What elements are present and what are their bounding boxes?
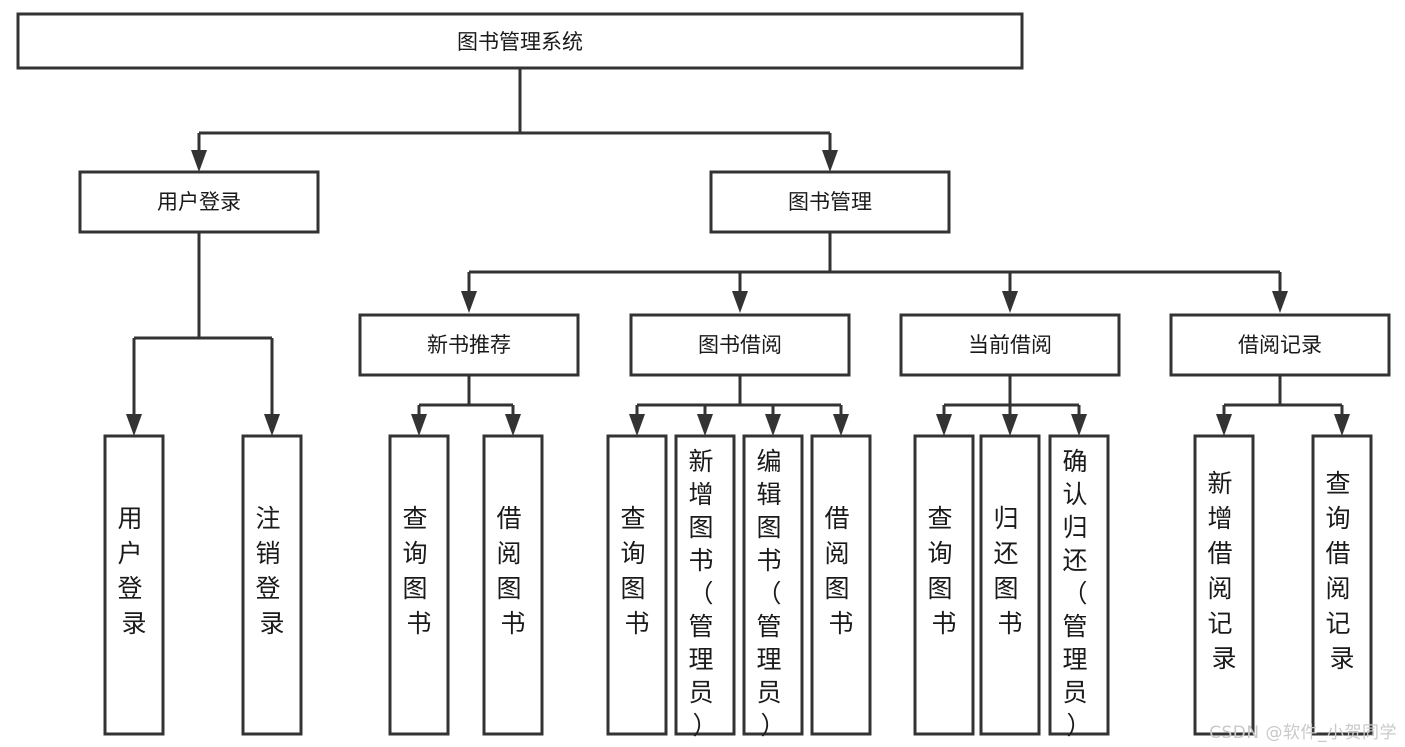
connector-book-borrow-to-leaves bbox=[635, 375, 843, 416]
connector-book-mgmt-to-level3 bbox=[467, 232, 1282, 293]
node-book-borrow[interactable]: 图书借阅 bbox=[629, 313, 851, 377]
arrow-head-to-book-mgmt bbox=[822, 150, 838, 172]
connector-new-book-rec-to-leaves bbox=[417, 375, 515, 416]
node-current-borrow-box[interactable] bbox=[899, 313, 1121, 377]
leaf-label-vertical: 借 阅 图 书 bbox=[497, 504, 530, 638]
leaf-label-vertical: 借 阅 图 书 bbox=[825, 504, 858, 638]
arrow-head-leaf-return-book bbox=[1002, 414, 1018, 436]
leaf-box[interactable] bbox=[1311, 434, 1373, 736]
leaf-label-vertical: 用 户 登 录 bbox=[118, 504, 151, 638]
node-user-login-box[interactable] bbox=[78, 170, 320, 234]
connector-current-borrow-to-leaves bbox=[942, 375, 1081, 416]
arrow-head-leaf-logout bbox=[264, 414, 280, 436]
arrow-head-leaf-query-record bbox=[1334, 414, 1350, 436]
leaf-box[interactable] bbox=[1048, 434, 1110, 736]
leaf-node[interactable]: 借 阅 图 书 bbox=[482, 434, 544, 736]
connector-layer bbox=[126, 68, 1350, 436]
leaf-label-vertical: 归 还 图 书 bbox=[994, 504, 1027, 638]
node-book-management-box[interactable] bbox=[709, 170, 951, 234]
leaf-label-vertical: 注 销 登 录 bbox=[256, 504, 289, 638]
leaf-label-vertical: 查 询 借 阅 记 录 bbox=[1326, 469, 1359, 673]
node-current-borrow-label: 当前借阅 bbox=[968, 333, 1052, 357]
node-root-label: 图书管理系统 bbox=[457, 30, 583, 54]
node-book-borrow-label: 图书借阅 bbox=[698, 333, 782, 357]
arrow-head-leaf-confirm-return bbox=[1071, 414, 1087, 436]
node-book-management[interactable]: 图书管理 bbox=[709, 170, 951, 234]
leaf-box[interactable] bbox=[674, 434, 736, 736]
leaf-label-vertical: 查 询 图 书 bbox=[621, 504, 654, 638]
node-root-box[interactable] bbox=[16, 12, 1024, 70]
arrow-head-leaf-edit-book bbox=[765, 414, 781, 436]
arrow-head-to-user-login bbox=[191, 150, 207, 172]
leaf-node[interactable]: 用 户 登 录 bbox=[103, 434, 165, 736]
leaf-node[interactable]: 借 阅 图 书 bbox=[810, 434, 872, 736]
arrow-head-to-new-book-rec bbox=[461, 291, 477, 313]
node-borrow-record[interactable]: 借阅记录 bbox=[1169, 313, 1391, 377]
leaf-label-vertical: 查 询 图 书 bbox=[928, 504, 961, 638]
leaf-box[interactable] bbox=[913, 434, 975, 736]
node-user-login[interactable]: 用户登录 bbox=[78, 170, 320, 234]
leaf-node[interactable]: 查 询 图 书 bbox=[606, 434, 668, 736]
arrow-head-leaf-borrow-book-a bbox=[505, 414, 521, 436]
leaf-node[interactable]: 注 销 登 录 bbox=[241, 434, 303, 736]
leaf-node[interactable]: 编 辑 图 书 （ 管 理 员 ） bbox=[742, 434, 804, 740]
leaf-label-vertical: 编 辑 图 书 （ 管 理 员 ） bbox=[757, 447, 790, 740]
leaf-box[interactable] bbox=[103, 434, 165, 736]
leaf-box[interactable] bbox=[241, 434, 303, 736]
arrow-head-leaf-query-book-c bbox=[936, 414, 952, 436]
leaf-box[interactable] bbox=[482, 434, 544, 736]
connector-borrow-record-to-leaves bbox=[1222, 375, 1344, 416]
leaf-node[interactable]: 查 询 图 书 bbox=[913, 434, 975, 736]
node-user-login-label: 用户登录 bbox=[157, 190, 241, 214]
node-new-book-recommend-label: 新书推荐 bbox=[427, 333, 511, 357]
connector-user-login-to-leaves bbox=[132, 232, 274, 416]
arrow-head-leaf-query-book-a bbox=[411, 414, 427, 436]
leaf-node[interactable]: 新 增 图 书 （ 管 理 员 ） bbox=[674, 434, 736, 740]
leaf-box[interactable] bbox=[388, 434, 450, 736]
leaf-label-vertical: 新 增 图 书 （ 管 理 员 ） bbox=[689, 447, 722, 740]
node-new-book-recommend-box[interactable] bbox=[358, 313, 580, 377]
leaf-label-vertical: 确 认 归 还 （ 管 理 员 ） bbox=[1063, 447, 1096, 740]
leaf-box[interactable] bbox=[810, 434, 872, 736]
arrow-head-to-book-borrow bbox=[732, 291, 748, 313]
leaf-label-vertical: 查 询 图 书 bbox=[403, 504, 436, 638]
connector-root-to-level2 bbox=[197, 68, 832, 152]
leaf-node[interactable]: 归 还 图 书 bbox=[979, 434, 1041, 736]
leaf-box[interactable] bbox=[979, 434, 1041, 736]
leaf-box[interactable] bbox=[1193, 434, 1255, 736]
leaf-node[interactable]: 查 询 借 阅 记 录 bbox=[1311, 434, 1373, 736]
arrow-head-leaf-add-record bbox=[1216, 414, 1232, 436]
arrow-head-to-borrow-record bbox=[1272, 291, 1288, 313]
leaf-box[interactable] bbox=[742, 434, 804, 736]
node-borrow-record-box[interactable] bbox=[1169, 313, 1391, 377]
leaf-node[interactable]: 新 增 借 阅 记 录 bbox=[1193, 434, 1255, 736]
node-root-system[interactable]: 图书管理系统 bbox=[16, 12, 1024, 70]
node-book-management-label: 图书管理 bbox=[788, 190, 872, 214]
leaf-node[interactable]: 查 询 图 书 bbox=[388, 434, 450, 736]
arrow-head-leaf-borrow-book-b bbox=[833, 414, 849, 436]
arrow-head-leaf-add-book bbox=[697, 414, 713, 436]
arrow-head-leaf-query-book-b bbox=[629, 414, 645, 436]
leaf-label-vertical: 新 增 借 阅 记 录 bbox=[1208, 469, 1241, 673]
arrow-head-leaf-user-login bbox=[126, 414, 142, 436]
node-new-book-recommend[interactable]: 新书推荐 bbox=[358, 313, 580, 377]
node-book-borrow-box[interactable] bbox=[629, 313, 851, 377]
arrow-head-to-current-borrow bbox=[1002, 291, 1018, 313]
leaf-box[interactable] bbox=[606, 434, 668, 736]
node-current-borrow[interactable]: 当前借阅 bbox=[899, 313, 1121, 377]
node-borrow-record-label: 借阅记录 bbox=[1238, 333, 1322, 357]
leaf-node[interactable]: 确 认 归 还 （ 管 理 员 ） bbox=[1048, 434, 1110, 740]
